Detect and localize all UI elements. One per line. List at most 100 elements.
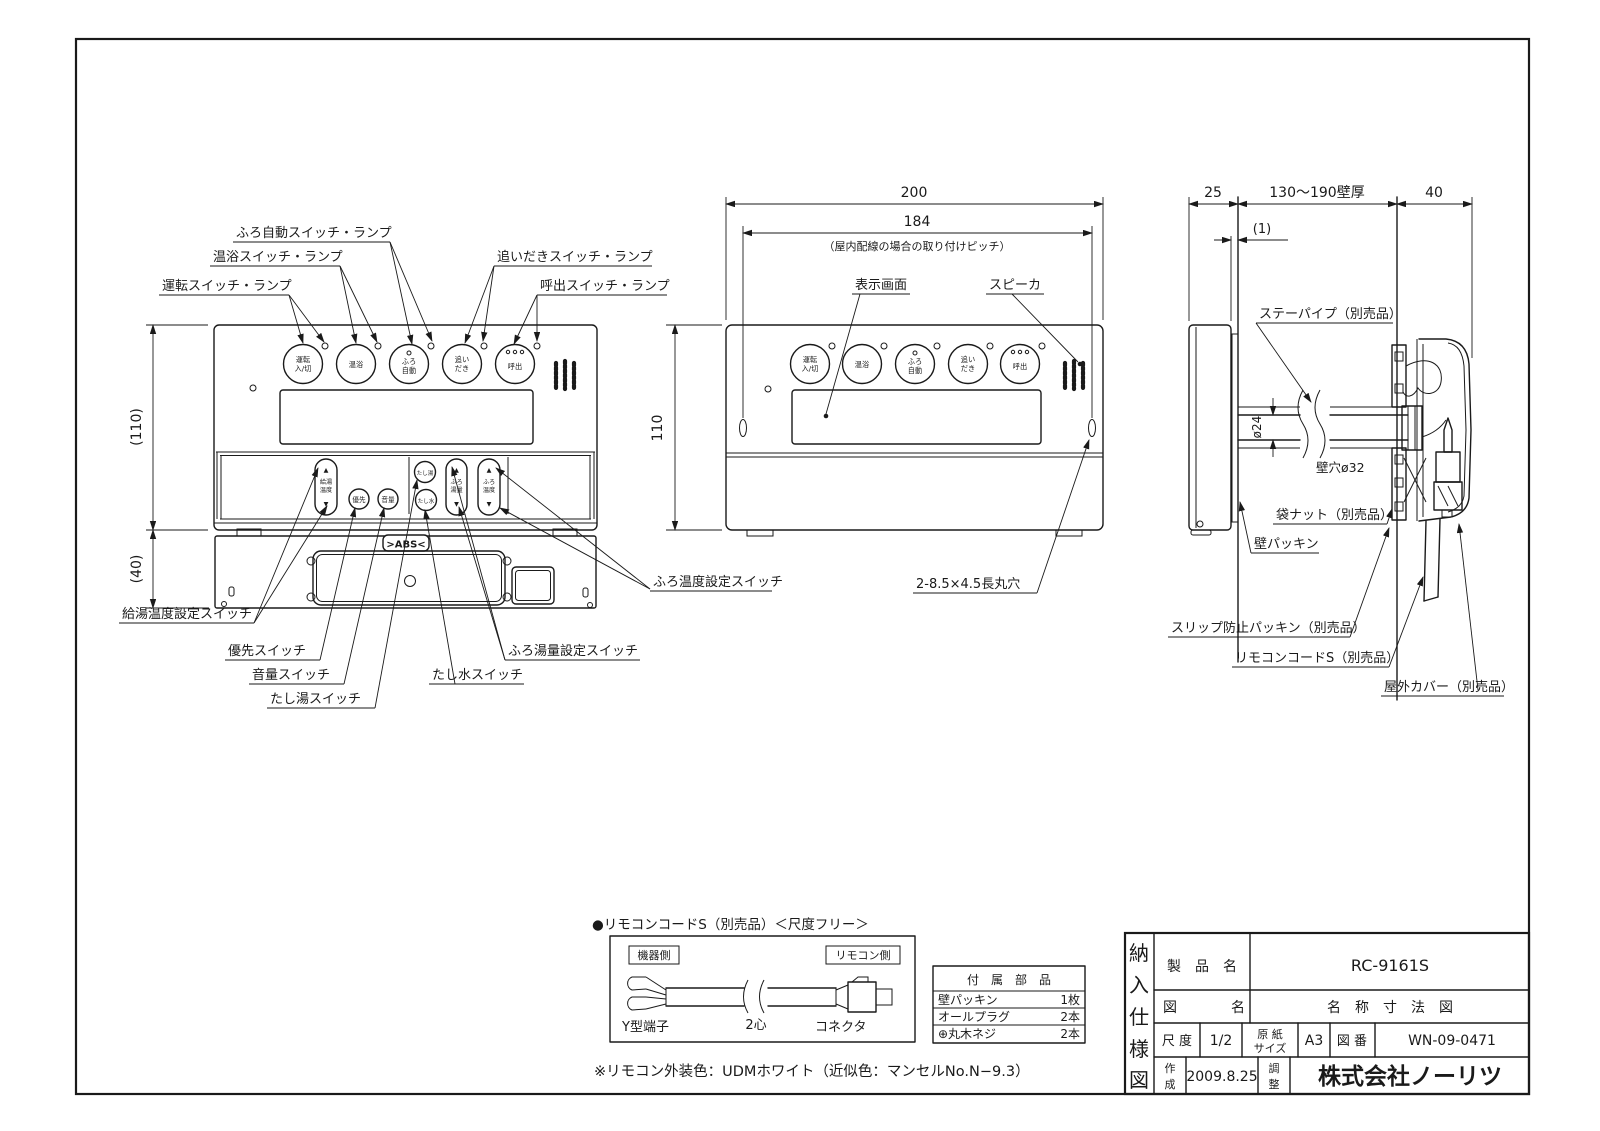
accessory-name: 壁パッキン [938,992,998,1007]
boss [502,556,512,566]
core-label: 2心 [745,1018,766,1033]
yusen-button [348,488,370,510]
furo-auto-callout: ふろ自動スイッチ・ランプ [236,226,392,241]
cord-detail: ●リモコンコードS（別売品）＜尺度フリー＞ 機器側 リモコン側 Y型端子 2心 … [592,917,916,1043]
accessory-name: オールプラグ [938,1010,1010,1024]
call-dot [1017,349,1023,355]
cord-detail-title: ●リモコンコードS（別売品）＜尺度フリー＞ [592,917,869,933]
oidaki-label: 追い [961,355,975,364]
slip-spring [1402,360,1442,397]
remote-faceplate [213,324,598,531]
furo-auto-label: ふろ [402,357,416,366]
dim-184-label: 184 [904,214,931,230]
speaker-grille [553,358,577,392]
flap-square-outer [511,566,555,605]
device-side-box [628,945,680,965]
drawing-name-label-l: 図 [1163,1000,1177,1016]
scale-value: 1/2 [1210,1033,1233,1049]
furoondo-up: ▲ [487,467,492,474]
yusen-callout: 優先スイッチ [228,644,306,659]
leader-dot [823,413,829,419]
power-button [789,343,831,385]
wire [1421,419,1447,438]
furo-auto-label2: 自動 [402,366,416,375]
speaker-callout: スピーカ [989,278,1041,293]
furoyuryo-down: ▼ [454,501,459,508]
oidaki-button [947,343,989,385]
accessory-table: 付 属 部 品 壁パッキン 1枚 オールプラグ 2本 ⊕丸木ネジ 2本 [932,965,1086,1044]
scale-label: 尺 度 [1162,1033,1192,1049]
dim-wall-label: 130〜190壁厚 [1269,185,1364,201]
lamp [880,342,888,350]
side-section-view: 25 130〜190壁厚 40 (1) ø24 壁穴ø32 ステーパイプ（別売品… [1168,185,1514,701]
accessory-header: 付 属 部 品 [967,972,1051,987]
kyuto-label1: 給湯 [320,478,332,486]
doc-type-char: 納 [1129,941,1149,965]
furo-auto-label2: 自動 [908,366,922,375]
power-label: 運転 [803,355,817,364]
abs-mark: >ABS< [386,540,425,551]
tashimizu-label: たし水 [418,497,435,505]
body-detail [1196,520,1204,528]
connector-drawing [835,976,893,1013]
outdoor-cover-callout: 屋外カバー（別売品） [1384,679,1514,695]
furoyuryo-up: ▲ [454,467,459,474]
onyoku-callout: 温浴スイッチ・ランプ [213,250,343,265]
y-terminal-side [1443,417,1453,453]
accessory-table-border [932,965,1086,1044]
leader-dot [1077,361,1083,367]
slip-packing-callout: スリップ防止パッキン（別売品） [1171,620,1366,636]
oidaki-label2: だき [961,364,975,373]
cord [1423,520,1427,602]
pin [587,602,593,608]
bracket-plate-lower [1391,447,1407,521]
outdoor-assembly [1391,338,1472,602]
yobidashi-label: 呼出 [508,362,522,371]
furo-yuryo-rocker [445,458,468,516]
flap-square-inner [515,570,551,601]
break-line [1314,389,1326,459]
flap-recess-outer [312,550,506,606]
call-dot [1024,349,1030,355]
y-terminal-label: Y型端子 [621,1020,669,1035]
tashiyu-button [413,460,437,484]
title-block: 納 入 仕 様 図 製 品 名 RC-9161S 図 名 名 称 寸 法 図 尺… [1123,931,1531,1096]
call-dot [505,349,511,355]
open-flap: >ABS< [214,534,597,609]
front-bottom-callouts: 給湯温度設定スイッチ 優先スイッチ 音量スイッチ たし湯スイッチ たし水スイッチ… [119,466,783,709]
call-dot [519,349,525,355]
onryo-label: 音量 [381,495,395,504]
sheet-border [74,37,1531,1096]
dim-gap-label: (1) [1253,222,1271,237]
y-terminals [627,976,667,1011]
kyuto-label2: 温度 [320,486,332,494]
mid-callouts: 表示画面 スピーカ 2-8.5×4.5長丸穴 [823,278,1090,594]
boss [306,592,316,602]
onryo-callout: 音量スイッチ [252,667,330,683]
dim-40-label: (40) [129,555,145,584]
furo-auto-button [894,343,936,385]
company-name: 株式会社ノーリツ [1318,1063,1502,1090]
created-date: 2009.8.25 [1186,1069,1257,1085]
oidaki-callout: 追いだきスイッチ・ランプ [497,249,653,265]
oidaki-button [441,343,483,385]
cable [665,979,837,1014]
lamp [933,342,941,350]
tashiyu-label: たし湯 [417,469,434,477]
wall-hole-label: 壁穴ø32 [1316,460,1365,475]
furoondo-callout: ふろ温度設定スイッチ [653,574,783,590]
accessory-qty: 2本 [1060,1010,1080,1024]
cord-cut [1423,596,1439,602]
furo-ondo-rocker [477,458,501,516]
connector-housing [1435,451,1461,483]
sensor-hole [764,385,772,393]
lamp [533,342,541,350]
wall-packing-callout: 壁パッキン [1254,537,1319,552]
power-button [282,343,324,385]
drawing-number-label: 図 番 [1337,1034,1367,1049]
latch [228,586,235,597]
device-side-label: 機器側 [638,948,671,962]
furo-auto-lamp-dot [406,350,412,356]
cord-callout: リモコンコードS（別売品） [1235,650,1399,666]
